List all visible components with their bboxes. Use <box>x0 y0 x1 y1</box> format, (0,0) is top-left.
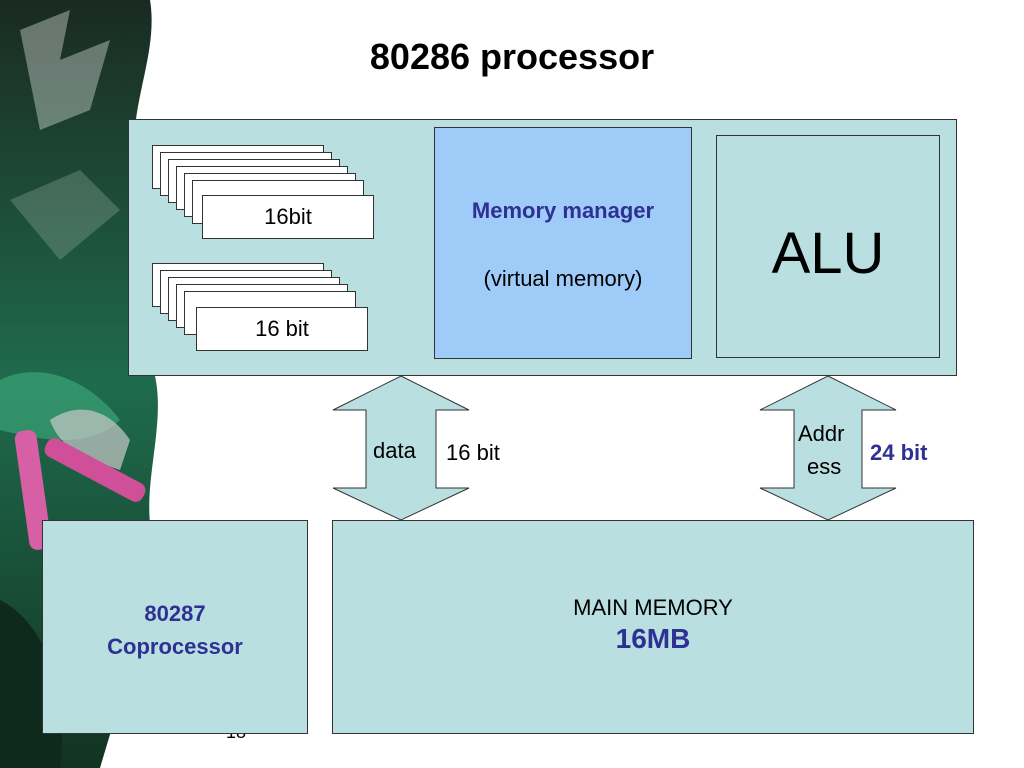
alu-block: ALU <box>716 135 940 358</box>
register-stack-16-bit: 16 bit <box>152 263 382 363</box>
coprocessor-label: 80287 Coprocessor <box>43 597 307 663</box>
register-front: 16bit <box>202 195 374 239</box>
memory-manager-block: Memory manager (virtual memory) <box>434 127 692 359</box>
main-memory-title: MAIN MEMORY <box>573 595 733 620</box>
coprocessor-block: 80287 Coprocessor <box>42 520 308 734</box>
data-bus-label: data <box>373 438 416 463</box>
register-stack-16bit: 16bit <box>152 145 382 245</box>
alu-label: ALU <box>771 221 885 286</box>
address-bus-label-line2: ess <box>807 454 842 479</box>
main-memory-block: MAIN MEMORY 16MB <box>332 520 974 734</box>
address-bus-width: 24 bit <box>870 440 928 465</box>
slide-title: 80286 processor <box>369 36 655 77</box>
coprocessor-model: 80287 <box>144 601 206 626</box>
memory-manager-title: Memory manager <box>471 198 655 223</box>
register-front: 16 bit <box>196 307 368 351</box>
memory-manager-subtitle: (virtual memory) <box>483 266 643 291</box>
address-bus-label-line1: Addr <box>798 421 845 446</box>
data-bus-width: 16 bit <box>446 440 500 465</box>
coprocessor-name: Coprocessor <box>107 634 243 659</box>
main-memory-size: 16MB <box>615 623 691 654</box>
